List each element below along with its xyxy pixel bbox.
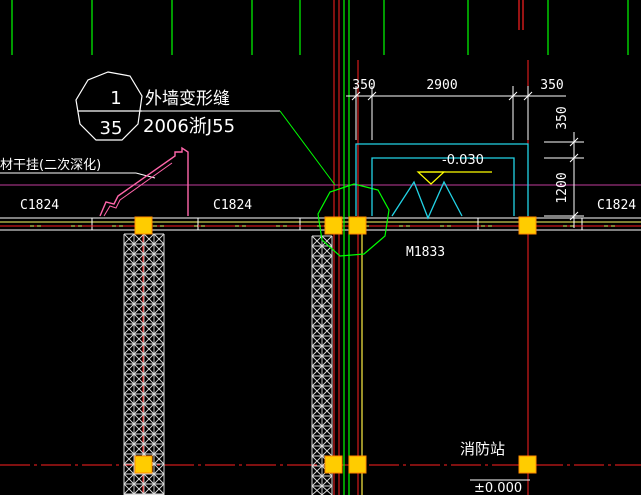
- dim-v-bottom: 1200: [555, 172, 570, 203]
- grid-axes-vertical: [142, 0, 529, 495]
- dim-h-middle: 2900: [426, 78, 457, 93]
- structural-columns: [134, 216, 537, 474]
- window-label-2: C1824: [213, 198, 252, 213]
- cladding-note-label: 材干挂(二次深化): [0, 157, 101, 173]
- horizontal-dimensions: [346, 86, 566, 140]
- window-label-3: C1824: [597, 198, 636, 213]
- green-structural-lines: [343, 0, 363, 495]
- entrance-canopy: [355, 143, 529, 220]
- step-level-label: -0.030: [442, 153, 484, 168]
- dim-h-left: 350: [352, 78, 375, 93]
- cladding-detail-pink: [99, 146, 189, 217]
- expansion-joint-marker: [317, 183, 390, 257]
- vertical-dimensions: [544, 132, 584, 228]
- lattice-column-middle: [311, 235, 333, 495]
- callout-detail-number: 1: [110, 88, 121, 109]
- top-wall-ticks: [11, 0, 629, 55]
- door-label: M1833: [406, 245, 445, 260]
- callout-title: 外墙变形缝: [145, 89, 230, 109]
- window-label-1: C1824: [20, 198, 59, 213]
- detail-callout: 1 35 外墙变形缝 2006浙J55: [75, 71, 336, 186]
- callout-sheet-number: 35: [100, 118, 123, 139]
- room-label: 消防站: [460, 440, 505, 458]
- callout-reference: 2006浙J55: [143, 116, 235, 137]
- dim-h-right: 350: [540, 78, 563, 93]
- dim-v-top: 350: [555, 106, 570, 129]
- level-label: ±0.000: [474, 481, 522, 495]
